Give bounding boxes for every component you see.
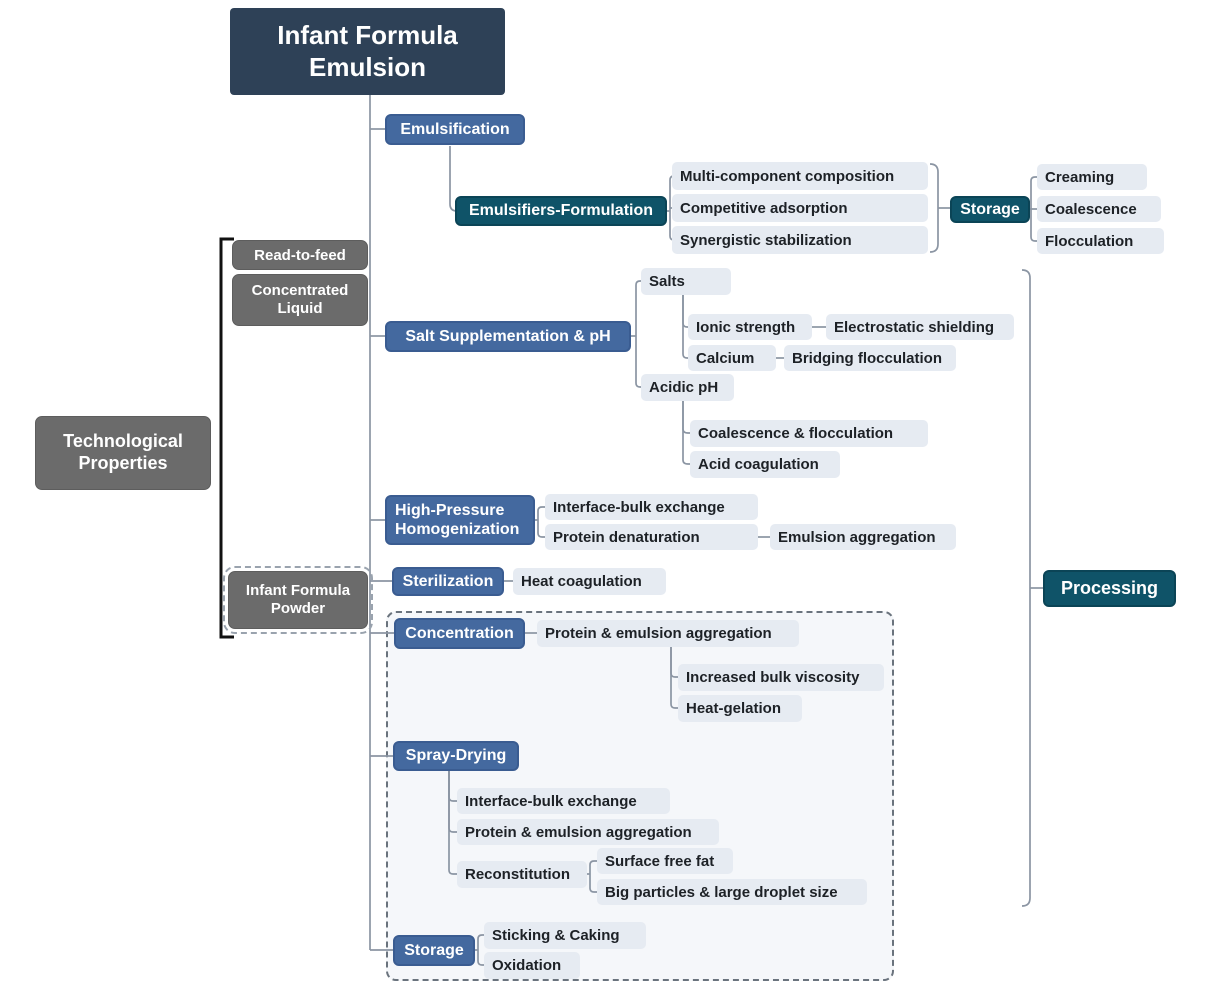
node-coalescence-flocculation[interactable]: Coalescence & flocculation [690,420,928,447]
node-high-pressure-homogenization[interactable]: High-Pressure Homogenization [385,495,535,545]
node-infant-formula-powder[interactable]: Infant Formula Powder [223,566,373,634]
node-coalescence[interactable]: Coalescence [1037,196,1161,222]
node-storage-powder[interactable]: Storage [393,935,475,966]
node-creaming[interactable]: Creaming [1037,164,1147,190]
node-bridging-flocculation[interactable]: Bridging flocculation [784,345,956,371]
node-sterilization[interactable]: Sterilization [392,567,504,596]
node-acidic-ph[interactable]: Acidic pH [641,374,734,401]
node-processing[interactable]: Processing [1043,570,1176,607]
node-sticking-caking[interactable]: Sticking & Caking [484,922,646,949]
node-oxidation[interactable]: Oxidation [484,952,580,979]
node-emulsifiers-formulation[interactable]: Emulsifiers-Formulation [455,196,667,226]
node-increased-bulk-viscosity[interactable]: Increased bulk viscosity [678,664,884,691]
node-ionic-strength[interactable]: Ionic strength [688,314,812,340]
node-technological-properties[interactable]: Technological Properties [35,416,211,490]
node-protein-denaturation[interactable]: Protein denaturation [545,524,758,550]
node-emulsion-aggregation[interactable]: Emulsion aggregation [770,524,956,550]
node-interface-bulk-exchange-1[interactable]: Interface-bulk exchange [545,494,758,520]
node-synergistic-stabilization[interactable]: Synergistic stabilization [672,226,928,254]
node-flocculation[interactable]: Flocculation [1037,228,1164,254]
node-competitive-adsorption[interactable]: Competitive adsorption [672,194,928,222]
node-storage-emulsion[interactable]: Storage [950,196,1030,223]
node-spray-drying[interactable]: Spray-Drying [393,741,519,771]
node-calcium[interactable]: Calcium [688,345,776,371]
node-salt-supplementation-ph[interactable]: Salt Supplementation & pH [385,321,631,352]
node-multi-component-composition[interactable]: Multi-component composition [672,162,928,190]
node-protein-emulsion-aggregation-2[interactable]: Protein & emulsion aggregation [457,819,719,845]
node-surface-free-fat[interactable]: Surface free fat [597,848,733,874]
node-electrostatic-shielding[interactable]: Electrostatic shielding [826,314,1014,340]
node-heat-coagulation[interactable]: Heat coagulation [513,568,666,595]
node-heat-gelation[interactable]: Heat-gelation [678,695,802,722]
node-interface-bulk-exchange-2[interactable]: Interface-bulk exchange [457,788,670,814]
node-salts[interactable]: Salts [641,268,731,295]
node-emulsification[interactable]: Emulsification [385,114,525,145]
node-concentrated-liquid[interactable]: Concentrated Liquid [232,274,368,326]
node-read-to-feed[interactable]: Read-to-feed [232,240,368,270]
node-concentration[interactable]: Concentration [394,618,525,649]
node-big-particles-droplet[interactable]: Big particles & large droplet size [597,879,867,905]
node-infant-formula-emulsion[interactable]: Infant Formula Emulsion [230,8,505,95]
node-reconstitution[interactable]: Reconstitution [457,861,587,888]
node-protein-emulsion-aggregation-1[interactable]: Protein & emulsion aggregation [537,620,799,647]
node-acid-coagulation[interactable]: Acid coagulation [690,451,840,478]
